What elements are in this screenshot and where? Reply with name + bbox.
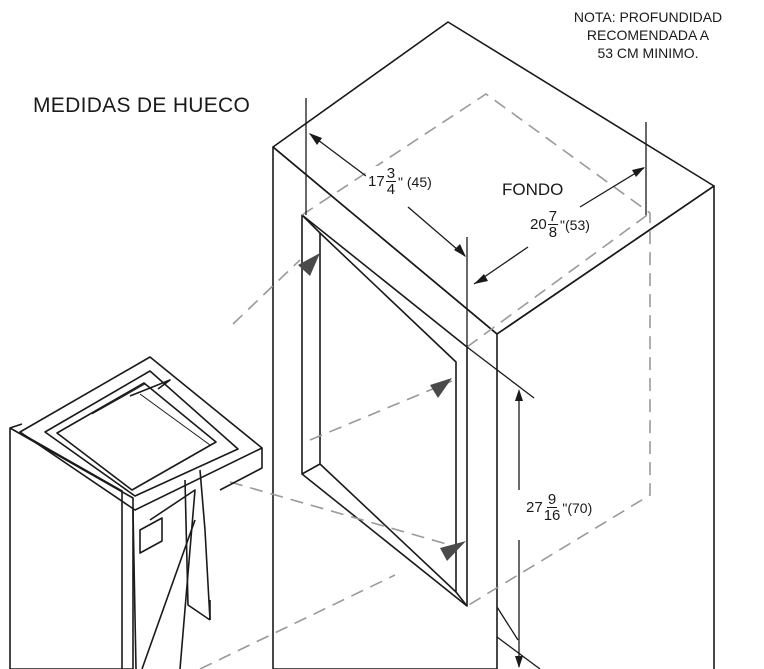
depth-dimension — [473, 122, 647, 285]
arrow-middle — [430, 378, 452, 398]
depth-label: FONDO — [502, 180, 564, 199]
width-numerator: 3 — [385, 165, 397, 182]
height-denominator: 16 — [543, 507, 561, 524]
opening — [301, 214, 468, 607]
cabinet-side-face — [496, 185, 715, 669]
depth-denominator: 8 — [548, 224, 558, 241]
depth-note: NOTA: PROFUNDIDAD RECOMENDADA A 53 CM MI… — [538, 8, 758, 62]
cabinet-box — [272, 21, 715, 669]
opening-outer — [301, 214, 468, 607]
height-dimension — [466, 346, 541, 669]
dimension-arrowheads — [309, 133, 645, 668]
insert-arrows — [298, 253, 466, 561]
opening-inner — [319, 232, 457, 593]
width-dimension-label: 17 3 4 " (45) — [366, 166, 434, 197]
diagram-title: MEDIDAS DE HUECO — [33, 94, 251, 117]
note-line-2: RECOMENDADA A — [586, 27, 710, 43]
note-line-1: NOTA: PROFUNDIDAD — [573, 9, 723, 25]
depth-whole: 20 — [530, 216, 547, 233]
width-dimension — [305, 98, 468, 347]
height-fraction: 9 16 — [544, 492, 561, 523]
width-fraction: 3 4 — [385, 165, 397, 198]
width-whole: 17 — [368, 173, 385, 190]
depth-fraction: 7 8 — [547, 208, 559, 241]
depth-suffix: "(53) — [560, 216, 590, 233]
appliance-bin — [56, 382, 217, 491]
depth-dimension-label: 20 7 8 "(53) — [528, 209, 592, 240]
width-denominator: 4 — [386, 181, 396, 198]
width-suffix: " (45) — [398, 173, 432, 190]
cabinet-front-face — [272, 146, 498, 669]
arrow-top — [298, 253, 320, 276]
arrow-bottom — [440, 541, 466, 561]
appliance-front-panel — [9, 427, 134, 669]
height-numerator: 9 — [546, 491, 558, 508]
cabinet-top-face — [272, 21, 715, 335]
height-suffix: "(70) — [562, 499, 593, 516]
hidden-lines — [199, 93, 651, 669]
appliance-unit — [9, 356, 263, 669]
height-whole: 27 — [526, 499, 543, 516]
note-line-3: 53 CM MINIMO. — [597, 45, 699, 61]
depth-numerator: 7 — [547, 208, 559, 225]
height-dimension-label: 27 9 16 "(70) — [524, 492, 595, 523]
